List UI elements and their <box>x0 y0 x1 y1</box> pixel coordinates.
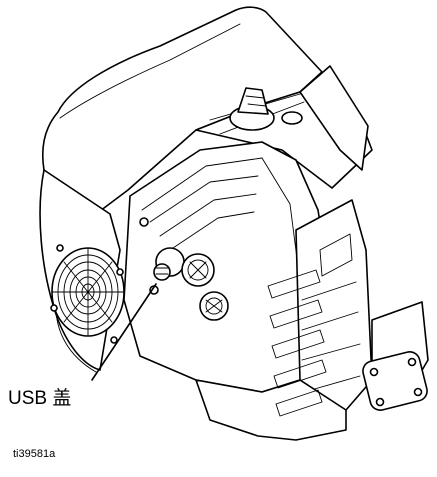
control-knobs <box>139 217 229 321</box>
callout-leader-line <box>91 283 157 381</box>
figure-id: ti39581a <box>13 448 56 460</box>
callout-label-usb-cover: USB 盖 <box>8 388 72 409</box>
top-control-knob <box>229 87 303 131</box>
side-cover-plate <box>362 351 428 411</box>
base-frame <box>195 301 429 441</box>
fan-guard <box>50 244 125 344</box>
front-clips <box>267 269 327 417</box>
usb-cover <box>153 263 171 281</box>
front-chassis <box>123 141 331 393</box>
